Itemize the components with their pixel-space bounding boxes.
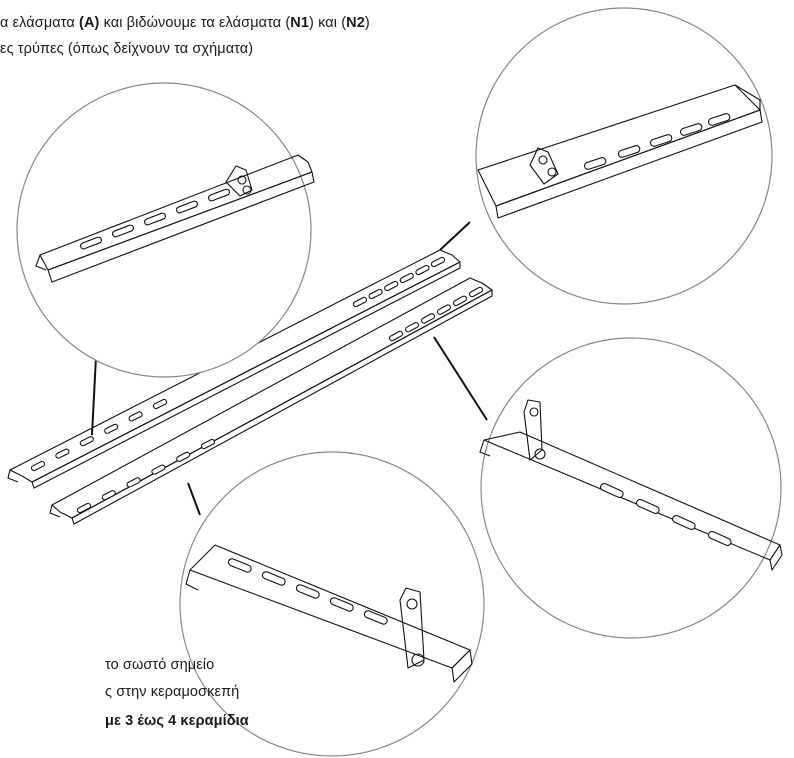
instruction-line-2: ες τρύπες (όπως δείχνουν τα σχήματα) [0,41,254,57]
rail-slot [101,490,116,501]
rail-slot [104,423,119,434]
detail-circle-lower-right [479,337,783,639]
rail-upper [7,249,461,489]
rail-slot [399,272,414,284]
note-line-3: με 3 έως 4 κεραμίδια [105,713,249,729]
note-line-1: το σωστό σημείο [105,657,215,673]
rail-slot [430,256,446,268]
rail-slot [368,288,383,300]
text-segment: α ελάσματα [0,15,80,31]
rail-slot [76,502,92,514]
rail-slot [437,304,451,315]
label-n1: N1 [290,15,310,31]
rail-slot [176,451,191,462]
rail-slot [152,398,168,410]
text-segment: ) [364,15,370,31]
rail-slot [30,460,46,472]
rail-slot [415,264,430,276]
rail-slot [200,438,216,450]
leader-line [187,482,201,516]
rail-slot [79,436,94,447]
leader-line [433,336,488,421]
rail-lower [49,277,493,525]
rail-slot [405,321,419,333]
note-line-2: ς στην κεραμοσκεπή [105,684,240,700]
rail-slot [421,313,435,324]
text-segment: ) και ( [309,15,347,31]
text-segment: και βιδώνουμε τα ελάσματα ( [99,15,291,31]
rail-slot [55,448,70,459]
rail-slot [384,280,399,292]
detail-circle-lower-middle [179,451,485,757]
instruction-line-1: α ελάσματα (A) και βιδώνουμε τα ελάσματα… [0,14,370,32]
rail-slot [453,295,467,307]
rail-slot [389,330,403,342]
label-n2: N2 [346,15,365,31]
rail-slot [469,286,483,298]
detail-circle-upper-right [475,7,773,305]
detail-circle-upper-left [16,82,315,378]
rail-slot [151,464,166,475]
label-a: (A) [79,15,100,31]
leader-line [439,221,471,251]
rail-slot [352,296,368,308]
rail-slot [128,411,143,422]
rail-slot [126,477,141,488]
